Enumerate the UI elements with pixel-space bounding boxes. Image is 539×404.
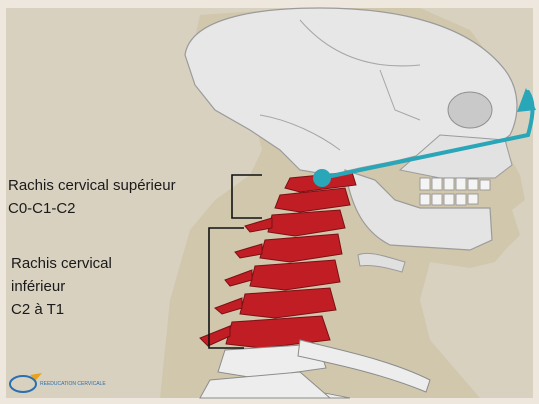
eye-orbit	[448, 92, 492, 128]
tooth	[456, 194, 466, 205]
lower-cervical-title-1: Rachis cervical	[11, 252, 112, 275]
tooth	[432, 194, 442, 205]
lower-cervical-title-2: inférieur	[11, 275, 112, 298]
tooth	[432, 178, 442, 190]
logo-swoosh	[10, 376, 36, 392]
tooth	[444, 178, 454, 190]
tooth	[468, 194, 478, 204]
upper-cervical-levels: C0-C1-C2	[8, 197, 176, 220]
logo-text: REEDUCATION CERVICALE	[40, 381, 106, 387]
tooth	[480, 180, 490, 190]
rotation-center-dot	[313, 169, 331, 187]
tooth	[444, 194, 454, 205]
tooth	[420, 194, 430, 205]
lower-cervical-label: Rachis cervical inférieur C2 à T1	[11, 252, 112, 321]
brand-logo: REEDUCATION CERVICALE	[8, 372, 88, 396]
tooth	[468, 179, 478, 190]
upper-cervical-title: Rachis cervical supérieur	[8, 174, 176, 197]
upper-cervical-label: Rachis cervical supérieur C0-C1-C2	[8, 174, 176, 220]
tooth	[420, 178, 430, 190]
lower-cervical-levels: C2 à T1	[11, 298, 112, 321]
tooth	[456, 178, 466, 190]
